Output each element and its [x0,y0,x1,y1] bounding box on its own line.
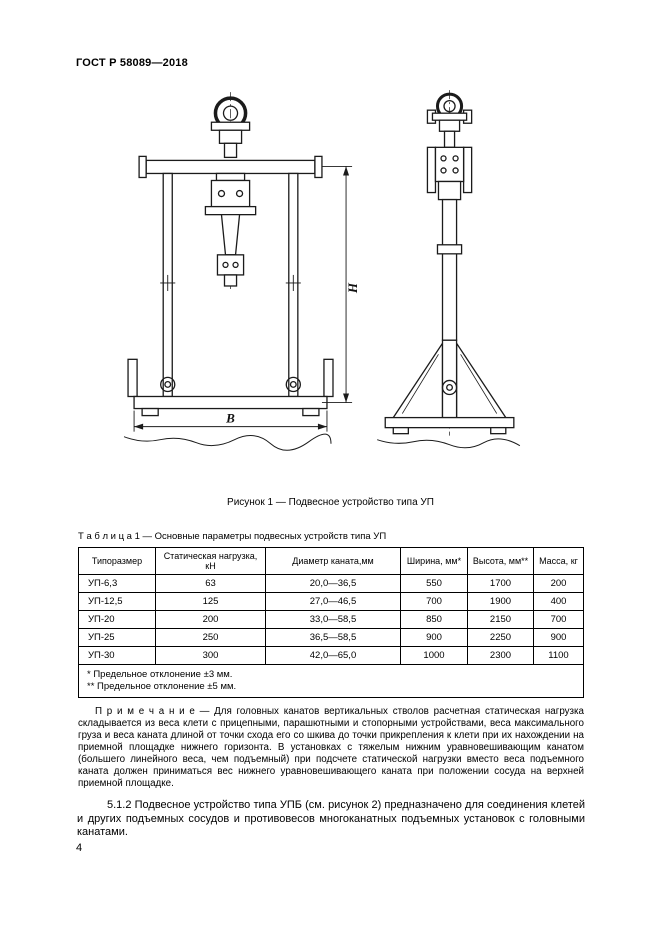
table-footnotes: * Предельное отклонение ±3 мм. ** Предел… [78,664,584,698]
dim-height-label: Н [345,282,360,294]
table-note: П р и м е ч а н и е — Для головных канат… [78,706,584,789]
table-cell: 2150 [467,610,534,629]
table-cell: УП-6,3 [78,574,156,593]
table-cell: УП-25 [78,628,156,647]
table-cell: УП-30 [78,646,156,665]
table-header-row: Типоразмер Статическая нагрузка, кН Диам… [78,547,584,575]
document-header: ГОСТ Р 58089—2018 [76,57,188,69]
dimension-lines [133,165,353,432]
column-header-load: Статическая нагрузка, кН [155,547,266,575]
page-number: 4 [76,842,83,854]
table-cell: УП-20 [78,610,156,629]
parameters-table: Типоразмер Статическая нагрузка, кН Диам… [78,547,584,698]
footnote-height: ** Предельное отклонение ±5 мм. [87,681,237,692]
footnote-width: * Предельное отклонение ±3 мм. [87,669,233,680]
front-view [123,92,334,451]
table-cell: 1000 [400,646,468,665]
column-header-rope-diameter: Диаметр каната,мм [265,547,401,575]
figure-drawing: Н В [123,90,521,451]
table-cell: 2300 [467,646,534,665]
table-cell: 63 [155,574,266,593]
column-header-typorazmer: Типоразмер [78,547,156,575]
table-cell: 42,0—65,0 [265,646,401,665]
table-cell: 850 [400,610,468,629]
table-cell: 200 [533,574,584,593]
table-cell: 300 [155,646,266,665]
table-cell: 2250 [467,628,534,647]
dim-width-label: В [225,411,235,426]
paragraph-5-1-2: 5.1.2 Подвесное устройство типа УПБ (см.… [77,799,585,838]
table-cell: 700 [400,592,468,611]
table-cell: 1100 [533,646,584,665]
table-cell: 33,0—58,5 [265,610,401,629]
table-cell: 250 [155,628,266,647]
table-cell: 27,0—46,5 [265,592,401,611]
side-view [377,90,521,449]
table-cell: 20,0—36,5 [265,574,401,593]
table-cell: 550 [400,574,468,593]
table-cell: 36,5—58,5 [265,628,401,647]
table-cell: 200 [155,610,266,629]
column-header-width: Ширина, мм* [400,547,468,575]
table-cell: 125 [155,592,266,611]
table-cell: 400 [533,592,584,611]
table-cell: 700 [533,610,584,629]
column-header-mass: Масса, кг [533,547,584,575]
figure-caption: Рисунок 1 — Подвесное устройство типа УП [227,497,434,508]
table-cell: УП-12,5 [78,592,156,611]
table-cell: 1700 [467,574,534,593]
table-cell: 1900 [467,592,534,611]
table-footnote-row: * Предельное отклонение ±3 мм. ** Предел… [78,664,584,698]
table-cell: 900 [533,628,584,647]
column-header-height: Высота, мм** [467,547,534,575]
table-title: Т а б л и ц а 1 — Основные параметры под… [78,531,387,542]
table-cell: 900 [400,628,468,647]
